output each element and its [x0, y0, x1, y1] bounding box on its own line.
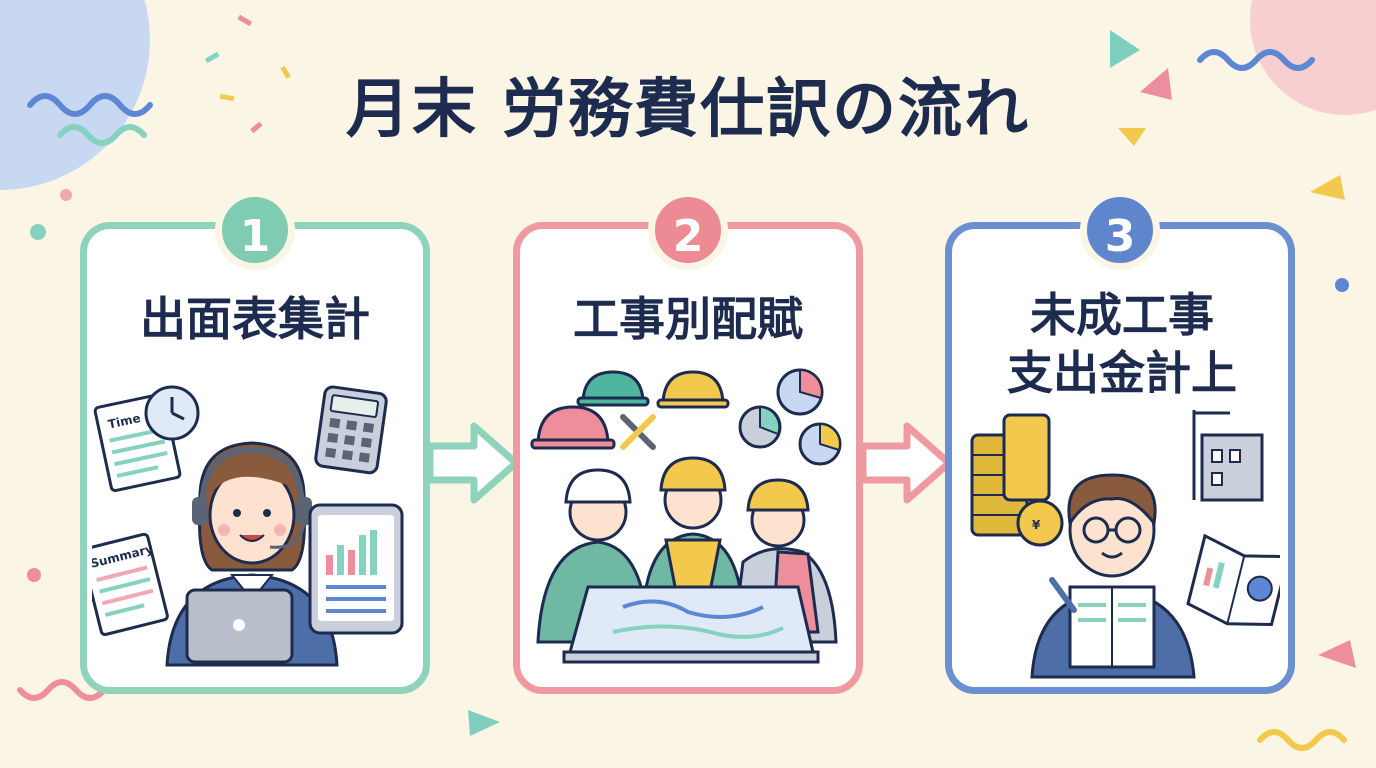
svg-text:¥: ¥: [1032, 518, 1041, 532]
building-construction-icon: [1192, 410, 1264, 502]
step-number-badge-3: 3: [1080, 190, 1160, 270]
pie-chart-icon: [738, 368, 842, 466]
arrow-right-icon: [430, 422, 520, 504]
dot: [60, 189, 72, 201]
office-worker-icon: [165, 441, 339, 667]
dot: [30, 224, 46, 240]
triangle-yellow-right: [1310, 175, 1345, 200]
step-3-illustration: ¥: [970, 410, 1280, 679]
confetti: [204, 51, 220, 64]
tools-icon: [620, 414, 656, 450]
summary-sheet-icon: Summary: [92, 532, 169, 636]
hardhat-pink-icon: [530, 405, 616, 450]
triangle-pink-right: [1318, 640, 1356, 668]
step-1-illustration: Time Summary: [92, 385, 404, 667]
hardhat-green-icon: [576, 370, 650, 407]
confetti: [237, 14, 253, 27]
squiggle-pink: [17, 679, 107, 701]
confetti: [250, 121, 263, 134]
triangle-yellow: [1118, 128, 1146, 146]
triangle-teal: [1110, 30, 1140, 68]
squiggle-green: [57, 124, 147, 146]
coin-stack-icon: ¥: [970, 413, 1064, 547]
hardhat-yellow-icon: [656, 370, 730, 409]
step-title-2: 工事別配賦: [573, 292, 803, 346]
triangle-teal-bottom: [468, 710, 500, 736]
step-number-badge-2: 2: [648, 190, 728, 270]
confetti: [280, 65, 291, 79]
timesheet-icon: Time: [93, 392, 182, 493]
dot: [27, 568, 41, 582]
map-table-icon: [562, 585, 820, 664]
step-title-1: 出面表集計: [140, 292, 370, 346]
page-title: 月末 労務費仕訳の流れ: [345, 73, 1031, 147]
accountant-icon: [1030, 473, 1196, 679]
blob-top-left: [0, 0, 150, 190]
step-title-3: 未成工事 支出金計上: [1007, 288, 1237, 400]
squiggle-yellow: [1257, 729, 1347, 751]
step-number-badge-1: 1: [215, 190, 295, 270]
report-book-icon: [1186, 533, 1280, 627]
squiggle-blue: [27, 93, 153, 117]
clock-icon: [144, 385, 200, 441]
tablet-chart-icon: [308, 503, 404, 635]
triangle-pink: [1140, 68, 1172, 100]
arrow-right-icon: [863, 422, 953, 504]
step-2-illustration: [530, 368, 842, 664]
squiggle-blue-right: [1197, 49, 1315, 71]
confetti: [219, 93, 235, 102]
dot: [1335, 278, 1349, 292]
timesheet-label: Time: [107, 411, 142, 432]
calculator-icon: [314, 385, 388, 475]
